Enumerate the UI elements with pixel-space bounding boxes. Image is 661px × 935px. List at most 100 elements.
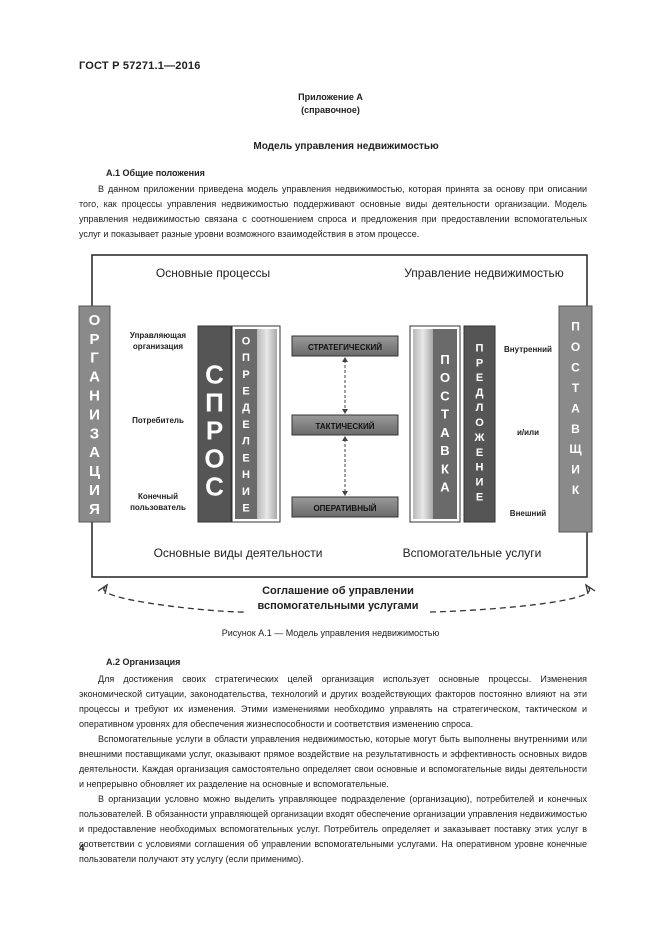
agreement-line-2: вспомогательными услугами bbox=[257, 600, 418, 612]
definition-letter: Д bbox=[242, 402, 250, 414]
supplier-letter: И bbox=[571, 463, 580, 477]
level-operational: ОПЕРАТИВНЫЙ bbox=[313, 504, 376, 513]
organization-letter: Н bbox=[89, 387, 100, 404]
definition-letter: Е bbox=[242, 452, 249, 464]
definition-letter: Е bbox=[242, 386, 249, 398]
offer-letter: Ж bbox=[474, 432, 485, 444]
label-main-activities: Основные виды деятельности bbox=[154, 546, 323, 560]
level-tactical: ТАКТИЧЕСКИЙ bbox=[316, 422, 375, 431]
supplier-letter: А bbox=[571, 401, 580, 415]
agreement-arrow-left bbox=[97, 583, 108, 595]
offer-letter: И bbox=[476, 477, 484, 489]
organization-letter: А bbox=[89, 369, 100, 386]
supply-letter: В bbox=[440, 443, 449, 458]
supply-letter: А bbox=[440, 425, 450, 440]
offer-letter: Р bbox=[476, 357, 483, 369]
arrowhead-down-2 bbox=[342, 491, 348, 496]
organization-letter: Я bbox=[89, 501, 100, 518]
demand-letter: О bbox=[204, 443, 224, 473]
agreement-line-1: Соглашение об управлении bbox=[262, 585, 414, 597]
offer-letter: О bbox=[475, 417, 484, 429]
label-real-estate-management: Управление недвижимостью bbox=[404, 266, 564, 280]
offer-letter: Н bbox=[476, 462, 484, 474]
arrowhead-down-1 bbox=[342, 409, 348, 414]
section-a2-heading: А.2 Организация bbox=[106, 657, 181, 667]
demand-letter: С bbox=[205, 471, 224, 501]
supplier-letter: Щ bbox=[569, 442, 582, 456]
supply-letter: П bbox=[440, 352, 449, 367]
label-managing-org-2: организация bbox=[133, 342, 183, 351]
offer-letter: Л bbox=[476, 402, 484, 414]
definition-letter: Н bbox=[242, 469, 250, 481]
arrowhead-up-1 bbox=[342, 357, 348, 362]
supply-letter: С bbox=[440, 388, 450, 403]
label-consumer: Потребитель bbox=[132, 416, 184, 425]
supply-letter: К bbox=[441, 461, 449, 476]
supplier-letter: К bbox=[572, 483, 580, 497]
supply-letter: Т bbox=[441, 407, 449, 422]
supplier-letter: О bbox=[571, 340, 580, 354]
demand-bar bbox=[197, 325, 232, 523]
appendix-subtitle: (справочное) bbox=[301, 105, 360, 115]
label-and-or: и/или bbox=[517, 428, 539, 437]
demand-letter: П bbox=[205, 387, 224, 417]
definition-letter: Е bbox=[242, 419, 249, 431]
supply-letter: А bbox=[440, 480, 450, 495]
offer-letter: П bbox=[476, 342, 484, 354]
offer-bar bbox=[463, 325, 496, 523]
definition-letter: Р bbox=[242, 369, 249, 381]
level-strategic: СТРАТЕГИЧЕСКИЙ bbox=[308, 343, 382, 352]
supply-gradient bbox=[413, 329, 433, 519]
offer-letter: Е bbox=[476, 492, 483, 504]
organization-bar bbox=[78, 305, 111, 523]
definition-letter: И bbox=[242, 486, 250, 498]
label-external: Внешний bbox=[510, 509, 546, 518]
offer-letter: Е bbox=[476, 372, 483, 384]
figure-caption: Рисунок А.1 — Модель управления недвижим… bbox=[221, 628, 440, 638]
section-a2-body: Для достижения своих стратегических целе… bbox=[79, 672, 587, 867]
supplier-letter: В bbox=[571, 422, 580, 436]
label-end-user-1: Конечный bbox=[138, 492, 178, 501]
document-header: ГОСТ Р 57271.1—2016 bbox=[79, 60, 201, 72]
label-managing-org-1: Управляющая bbox=[130, 331, 187, 340]
organization-letter: Р bbox=[89, 331, 99, 348]
page-number: 4 bbox=[79, 843, 85, 854]
definition-gradient bbox=[257, 329, 277, 519]
level-tactical-box bbox=[291, 414, 399, 436]
section-a1-heading: А.1 Общие положения bbox=[106, 168, 205, 178]
model-title: Модель управления недвижимостью bbox=[253, 141, 439, 152]
definition-letter: О bbox=[242, 335, 251, 347]
supplier-letter: Т bbox=[572, 381, 580, 395]
supplier-letter: С bbox=[571, 360, 580, 374]
supplier-letter: П bbox=[571, 320, 580, 334]
agreement-arc-left bbox=[103, 586, 247, 613]
section-a2-paragraph-2: Вспомогательные услуги в области управле… bbox=[79, 734, 587, 789]
organization-letter: А bbox=[89, 444, 100, 461]
offer-letter: Д bbox=[476, 387, 484, 399]
organization-letter: Г bbox=[90, 350, 99, 367]
level-strategic-box bbox=[291, 335, 399, 357]
section-a2-paragraph-1: Для достижения своих стратегических целе… bbox=[79, 674, 587, 729]
definition-letter: Е bbox=[242, 503, 249, 515]
label-main-processes: Основные процессы bbox=[156, 266, 270, 280]
appendix-title: Приложение А bbox=[298, 92, 363, 102]
organization-letter: О bbox=[89, 312, 101, 329]
offer-letter: Е bbox=[476, 447, 483, 459]
organization-letter: И bbox=[89, 406, 100, 423]
label-internal: Внутренний bbox=[504, 345, 552, 354]
definition-letter: П bbox=[242, 352, 250, 364]
supply-letter: О bbox=[440, 370, 450, 385]
organization-letter: Ц bbox=[89, 463, 100, 480]
level-operational-box bbox=[291, 496, 399, 518]
supply-bar bbox=[433, 329, 457, 519]
supplier-bar bbox=[558, 305, 593, 533]
label-end-user-2: пользователь bbox=[130, 503, 186, 512]
label-support-services: Вспомогательные услуги bbox=[403, 546, 542, 560]
agreement-arrow-right bbox=[585, 583, 596, 595]
